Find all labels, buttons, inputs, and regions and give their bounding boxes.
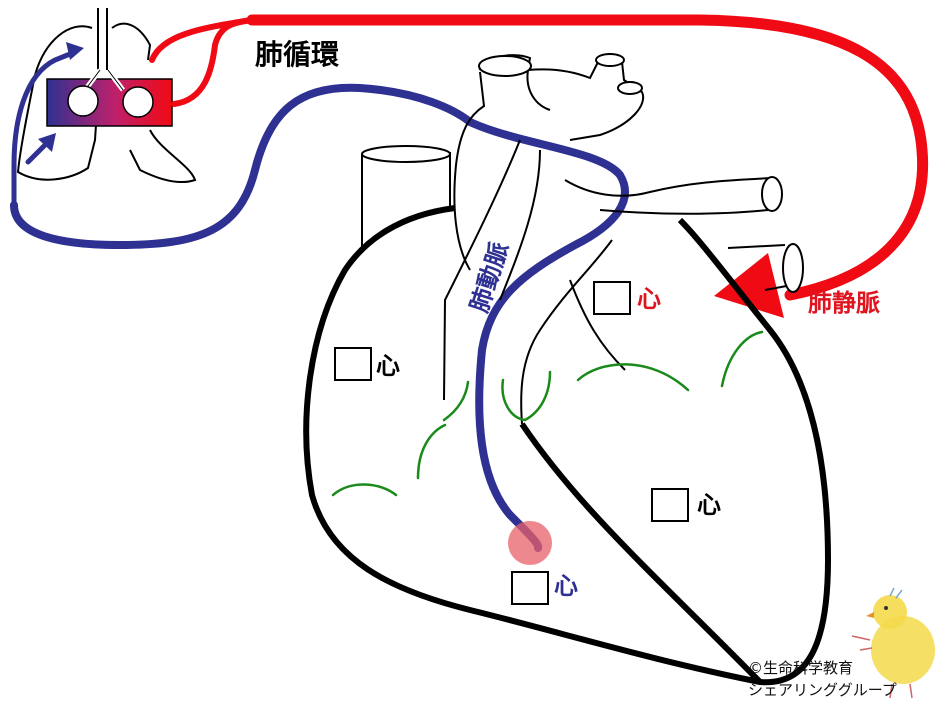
arrowhead-icon: [38, 133, 56, 152]
right-ventricle-suffix: 心: [554, 572, 578, 600]
great-vessels: [361, 53, 804, 425]
pulmonary-vein-arrowhead: [714, 253, 784, 318]
right-ventricle-answer[interactable]: 心: [511, 571, 578, 605]
left-atrium-answer[interactable]: 心: [593, 281, 661, 315]
right-atrium-answer[interactable]: 心: [334, 347, 400, 381]
lungs-icon: [16, 8, 197, 183]
pulmonary-vein-flow: [149, 14, 929, 301]
lung-inflow-arrows: [11, 49, 78, 208]
copyright-line-1: ©生命科学教育: [748, 659, 853, 677]
left-ventricle-answer[interactable]: 心: [651, 488, 721, 522]
pulmonary-artery-flow: [10, 83, 629, 552]
left-atrium-suffix: 心: [637, 285, 661, 313]
arrowhead-icon: [66, 42, 84, 60]
left-ventricle-suffix: 心: [697, 491, 721, 519]
pulmonary-artery-label: 肺動脈: [465, 239, 514, 316]
valve-highlight: [508, 521, 552, 565]
pulmonary-vein-label: 肺静脈: [808, 289, 880, 317]
heart-outline: [303, 205, 831, 686]
right-atrium-suffix: 心: [376, 352, 400, 380]
chick-mascot-icon: [851, 587, 935, 699]
gas-exchange-box: [46, 68, 173, 127]
pulmonary-circulation-label: 肺循環: [255, 38, 340, 71]
coronary-vessels: [331, 330, 764, 497]
copyright-line-2: シェアリンググループ: [748, 681, 897, 699]
